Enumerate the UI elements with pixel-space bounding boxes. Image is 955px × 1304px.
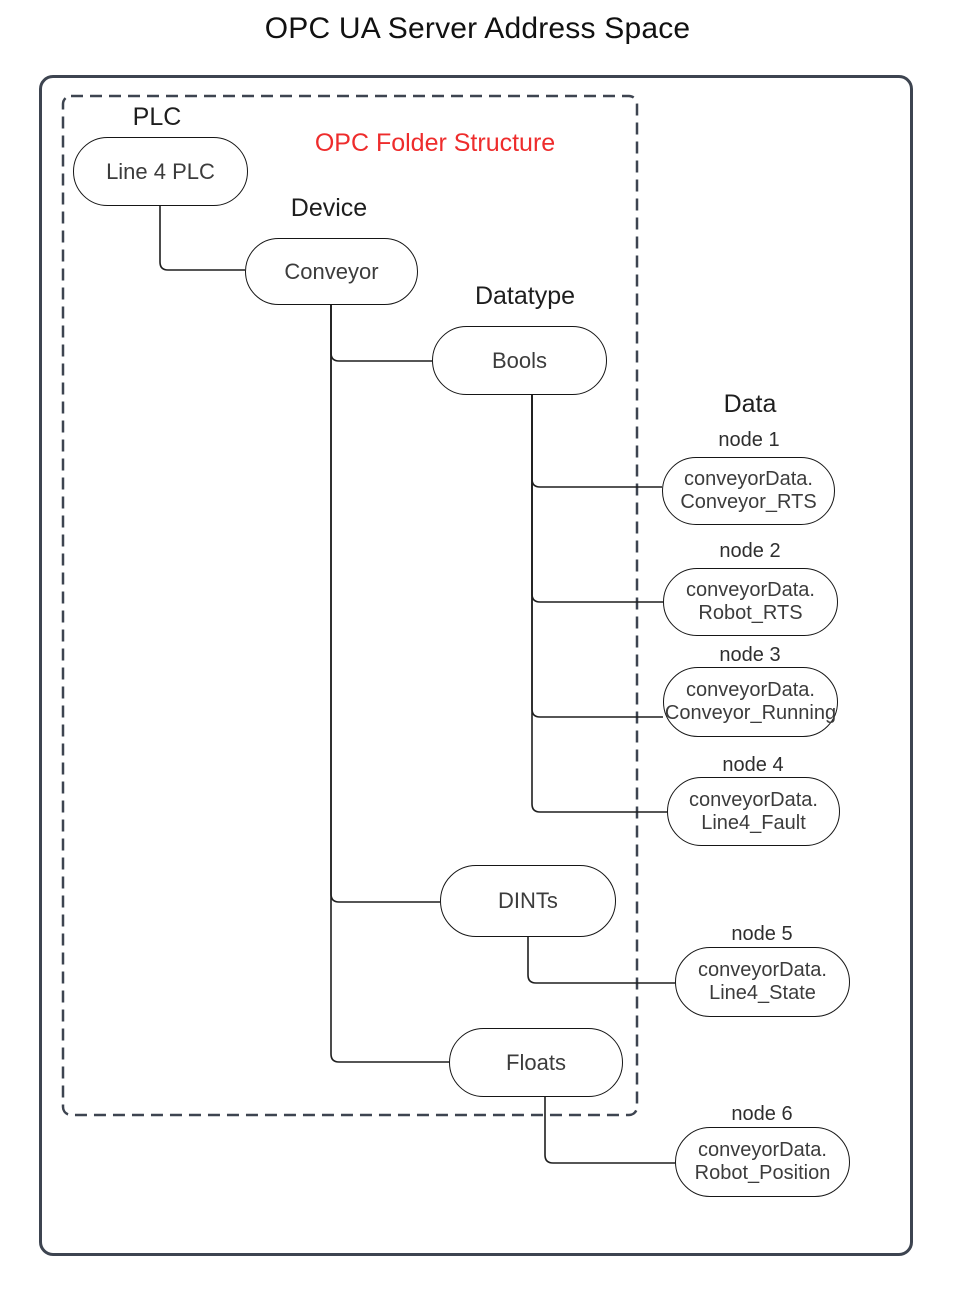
data-node-robot-position: conveyorData. Robot_Position xyxy=(675,1127,850,1197)
tree-node-floats: Floats xyxy=(449,1028,623,1097)
tree-node-label: Bools xyxy=(491,347,548,373)
data-node-line1: conveyorData. xyxy=(698,959,827,981)
address-space-frame xyxy=(39,75,913,1256)
folder-structure-annotation: OPC Folder Structure xyxy=(314,129,556,157)
tree-node-conveyor: Conveyor xyxy=(245,238,418,305)
edge-plc-to-conveyor xyxy=(159,206,245,271)
diagram-title: OPC UA Server Address Space xyxy=(264,12,691,45)
edge-bools-to-node1 xyxy=(531,395,662,488)
edge-conveyor-to-bools xyxy=(330,305,432,362)
node-caption-6: node 6 xyxy=(731,1103,793,1125)
level-label-datatype: Datatype xyxy=(474,282,576,310)
edge-conveyor-to-dints xyxy=(330,305,440,903)
node-caption-5: node 5 xyxy=(731,923,793,945)
node-caption-2: node 2 xyxy=(719,540,781,562)
data-node-line1: conveyorData. xyxy=(684,468,813,490)
tree-node-label: Floats xyxy=(506,1049,566,1075)
data-node-line2: Robot_RTS xyxy=(698,602,803,624)
tree-connectors xyxy=(159,206,675,1164)
data-node-line1: conveyorData. xyxy=(689,788,818,811)
edge-bools-to-node3 xyxy=(531,395,663,718)
data-node-line1: conveyorData. xyxy=(686,579,815,601)
level-label-device: Device xyxy=(290,194,368,222)
data-node-line2: Conveyor_RTS xyxy=(680,491,817,513)
folder-structure-dashed-box xyxy=(61,94,639,1117)
level-label-data: Data xyxy=(723,390,777,418)
edge-bools-to-node4 xyxy=(531,395,667,813)
data-node-robot-rts: conveyorData. Robot_RTS xyxy=(663,568,838,636)
data-node-line1: conveyorData. xyxy=(686,679,815,701)
data-node-line2: Conveyor_Running xyxy=(664,702,837,724)
edge-floats-to-node6 xyxy=(544,1097,675,1164)
data-node-line2: Robot_Position xyxy=(694,1162,831,1184)
tree-node-label: Line 4 PLC xyxy=(106,158,215,184)
edge-conveyor-to-floats xyxy=(330,305,449,1063)
level-label-plc: PLC xyxy=(132,103,182,131)
data-node-line4-fault: conveyorData. Line4_Fault xyxy=(667,777,840,846)
node-caption-1: node 1 xyxy=(718,429,780,451)
tree-node-dints: DINTs xyxy=(440,865,616,937)
tree-node-bools: Bools xyxy=(432,326,607,395)
edge-bools-to-node2 xyxy=(531,395,663,603)
edge-dints-to-node5 xyxy=(527,937,675,984)
data-node-line1: conveyorData. xyxy=(698,1139,827,1161)
data-node-line2: Line4_State xyxy=(709,982,816,1004)
data-node-conveyor-running: conveyorData. Conveyor_Running xyxy=(663,667,838,737)
node-caption-3: node 3 xyxy=(719,644,781,666)
data-node-line4-state: conveyorData. Line4_State xyxy=(675,947,850,1017)
tree-node-label: Conveyor xyxy=(284,258,379,284)
tree-node-line4-plc: Line 4 PLC xyxy=(73,137,248,206)
data-node-line2: Line4_Fault xyxy=(701,811,806,834)
tree-node-label: DINTs xyxy=(498,888,558,913)
node-caption-4: node 4 xyxy=(722,754,784,776)
data-node-conveyor-rts: conveyorData. Conveyor_RTS xyxy=(662,457,835,525)
